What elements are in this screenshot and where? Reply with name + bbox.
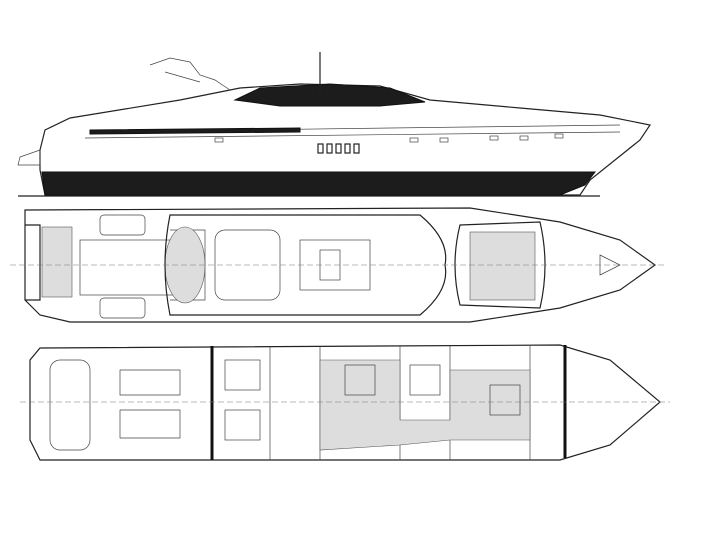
portholes xyxy=(214,133,564,154)
lower-deck-plan xyxy=(20,344,670,461)
profile-view xyxy=(17,52,651,197)
main-deck-plan xyxy=(10,207,665,323)
sunpad xyxy=(469,231,536,301)
swim-platform xyxy=(41,226,73,298)
hull-band xyxy=(41,171,597,196)
windshield xyxy=(233,83,426,107)
cabin-carpet xyxy=(319,359,531,451)
